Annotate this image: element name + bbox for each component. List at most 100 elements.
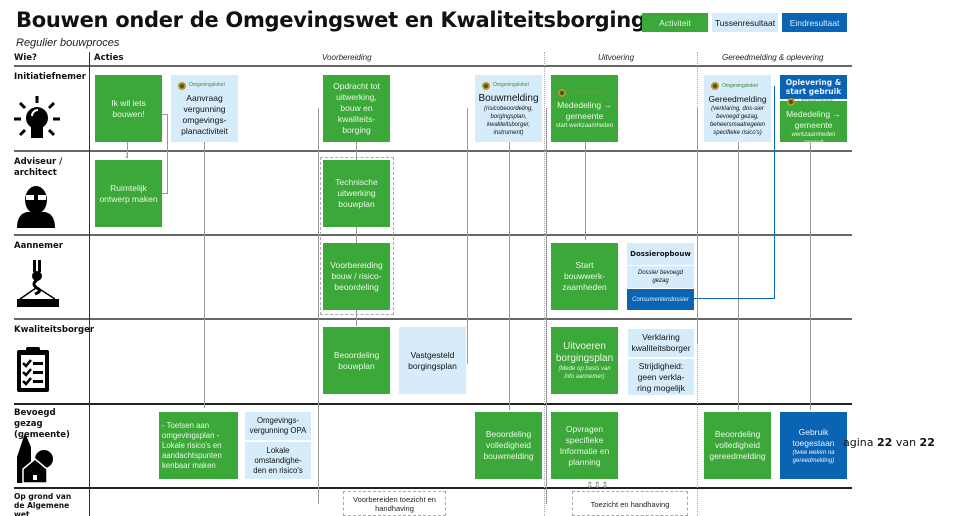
role-aannemer: Aannemer [14, 241, 63, 251]
omgevingsloket-tag: Omgevingsloket [178, 80, 225, 91]
box-label: Opvragen specifieke Informatie en planni… [559, 423, 610, 467]
box-label: Voorbereiding bouw / risico-beoordeling [330, 260, 383, 292]
dotted-group [320, 157, 394, 315]
box-label: Oplevering & start gebruik [785, 78, 842, 96]
box-sublabel: (risicobeoordeling, borgingsplan, kwalit… [483, 106, 534, 136]
box-label: - Toetsen aan omgevingsplan - Lokale ris… [162, 420, 222, 470]
box-label: Mededeling → gemeente [557, 100, 612, 121]
box-label: Gebruik toegestaan [792, 426, 835, 448]
box-verklaring: Verklaring kwaliteitsborger [628, 329, 694, 357]
box-label: Strijdigheid: geen verkla-ring mogelijk [637, 360, 685, 393]
connector [318, 108, 319, 504]
legend-tussenresultaat: Tussenresultaat [712, 13, 778, 32]
box-dossier-bevoegd-gezag: Dossier bevoegd gezag [627, 266, 694, 288]
church-house-icon [17, 433, 53, 483]
box-uitvoeren-borgingsplan: Uitvoeren borgingsplan (Mede op basis va… [551, 327, 618, 394]
phase-voorbereiding: Voorbereiding [322, 53, 372, 62]
connector [810, 140, 811, 410]
grid-line [14, 403, 852, 405]
crane-hook-icon [17, 260, 59, 307]
box-mededeling-start: Omgevingsloket Mededeling → gemeente sta… [551, 75, 618, 142]
connector [738, 140, 739, 410]
phase-uitvoering: Uitvoering [598, 53, 635, 62]
box-label: Aanvraag vergunning omgevings-planactivi… [181, 93, 228, 136]
role-kwaliteitsborger: Kwaliteitsborger [14, 325, 95, 335]
box-voorbereiding-bouw: Voorbereiding bouw / risico-beoordeling [323, 243, 390, 310]
box-oplevering: Oplevering & start gebruik [780, 75, 847, 99]
omgevingsloket-tag: Omgevingsloket [482, 80, 529, 91]
omgevingsloket-tag: Omgevingsloket [558, 87, 605, 98]
grid-divider [89, 52, 90, 516]
box-label: Consumentendossier [632, 296, 689, 303]
box-consumentendossier: Consumentendossier [627, 289, 694, 310]
box-label: Beoordeling volledigheid gereedmelding [709, 429, 766, 461]
box-ruimtelijk-ontwerp: Ruimtelijk ontwerp maken [95, 160, 162, 227]
connector [356, 140, 357, 326]
omgevingsloket-tag: Omgevingsloket [787, 96, 834, 107]
connector [467, 108, 468, 364]
lightbulb-icon [14, 96, 60, 138]
omgevingsloket-tag: Omgevingsloket [711, 81, 758, 92]
box-label: Start bouwwerk-zaamheden [562, 260, 607, 292]
grid-line [14, 234, 852, 236]
box-label: Technische uitwerking bouwplan [335, 177, 378, 209]
column-header-wie: Wie? [14, 53, 37, 63]
box-beoordeling-bouwmelding: Beoordeling volledigheid bouwmelding [475, 412, 542, 479]
box-beoordeling-bouwplan: Beoordeling bouwplan [323, 327, 390, 394]
box-omgevingsvergunning: Omgevings-vergunning OPA [245, 412, 311, 440]
box-label: Omgevings-vergunning OPA [249, 416, 307, 435]
connector-blue [774, 86, 775, 298]
box-gereedmelding: Omgevingsloket Gereedmelding (verklaring… [704, 75, 771, 142]
box-mededeling-gereed: Omgevingsloket Mededeling → gemeente wer… [780, 97, 847, 146]
box-label: Opdracht tot uitwerking, bouw en kwalite… [333, 81, 380, 135]
role-awb: Op grond van de Algemene wet bestuursrec… [14, 492, 72, 516]
role-initiatiefnemer: Initiatiefnemer [14, 72, 86, 82]
box-sublabel: (Mede op basis van info aannemer) [558, 365, 611, 380]
box-sublabel: (verklaring, dos-sier bevoegd gezag, beh… [709, 105, 766, 136]
box-aanvraag-vergunning: Omgevingsloket Aanvraag vergunning omgev… [171, 75, 238, 142]
box-opdracht: Opdracht tot uitwerking, bouw en kwalite… [323, 75, 390, 142]
connector-blue [694, 298, 775, 299]
grid-line [14, 65, 852, 67]
box-label: Dossieropbouw [630, 249, 691, 258]
box-label: Voorbereiden toezicht en handhaving [353, 495, 436, 513]
arrow-down-icon: ↓ [124, 150, 129, 160]
box-lokale-omstandigheden: Lokale omstandighe-den en risico's [245, 442, 311, 479]
phase-divider [544, 52, 545, 516]
grid-line [14, 318, 852, 320]
box-vastgesteld-borgingsplan: Vastgesteld borgingsplan [399, 327, 466, 394]
page-subtitle: Regulier bouwproces [16, 37, 120, 49]
box-label: Gereedmelding [708, 93, 767, 104]
box-label: Verklaring kwaliteitsborger [631, 332, 691, 353]
box-label: Beoordeling volledigheid bouwmelding [483, 429, 534, 461]
omgevingsloket-icon [787, 97, 795, 106]
box-label: Mededeling → gemeente [786, 109, 841, 130]
box-gebruik-toegestaan: Gebruik toegestaan (twee weken na gereed… [780, 412, 847, 479]
page-title: Bouwen onder de Omgevingswet en Kwalitei… [16, 8, 646, 32]
connector [204, 142, 205, 408]
omgevingsloket-icon [558, 88, 566, 97]
clipboard-checklist-icon [17, 347, 49, 392]
person-glasses-icon [17, 186, 55, 228]
box-label: Uitvoeren borgingsplan [555, 340, 614, 364]
box-label: Lokale omstandighe-den en risico's [253, 445, 303, 475]
box-sublabel: (twee weken na gereedmelding) [792, 449, 835, 464]
omgevingsloket-icon [711, 82, 719, 90]
arrow-updown-icon: ⇕⇕⇕ [586, 480, 609, 490]
box-label: Toezicht en handhaving [590, 500, 670, 509]
box-label: Dossier bevoegd gezag [637, 270, 684, 284]
connector [585, 140, 586, 240]
box-sublabel: werkzaamheden gereed [791, 132, 836, 146]
connector [509, 140, 510, 410]
connector [161, 114, 168, 194]
box-toetsen: - Toetsen aan omgevingsplan - Lokale ris… [159, 412, 238, 479]
column-header-acties: Acties [94, 53, 124, 63]
box-technische-uitwerking: Technische uitwerking bouwplan [323, 160, 390, 227]
connector [697, 108, 698, 344]
box-dossieropbouw: Dossieropbouw [627, 243, 694, 265]
box-opvragen-informatie: Opvragen specifieke Informatie en planni… [551, 412, 618, 479]
role-adviseur: Adviseur / architect [14, 157, 63, 178]
connector [546, 108, 547, 504]
box-start-bouw: Start bouwwerk-zaamheden [551, 243, 618, 310]
connector [127, 133, 128, 158]
